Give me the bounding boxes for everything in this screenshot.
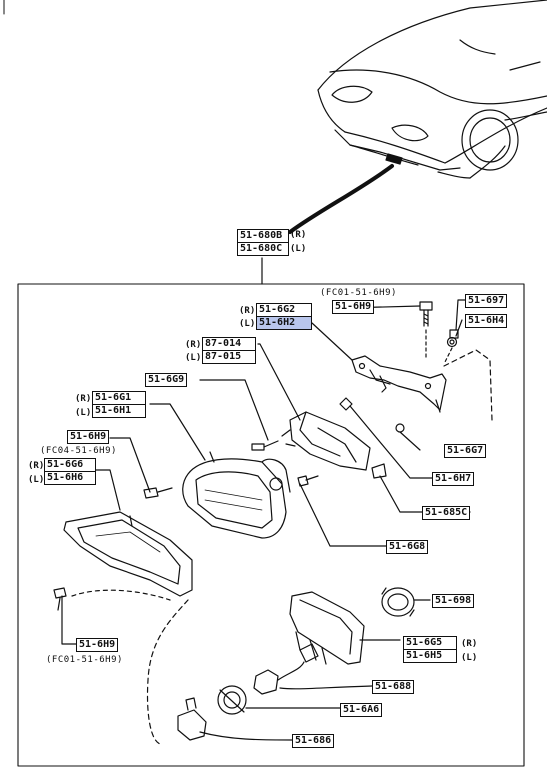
side-r-label: (R) bbox=[75, 394, 92, 404]
part-51-6g1: 51-6G1 bbox=[95, 392, 132, 403]
fog-bracket bbox=[351, 355, 447, 413]
callout-51-680: 51-680B 51-680C bbox=[237, 229, 289, 256]
clip-6h7 bbox=[371, 463, 387, 479]
part-51-6h9-bottom: 51-6H9 bbox=[76, 638, 119, 652]
fc04-note: (FC04-51-6H9) bbox=[40, 446, 117, 456]
part-87-014: 87-014 bbox=[205, 338, 242, 349]
screw-6h9-bottom bbox=[53, 587, 67, 611]
fog-lamp-lens bbox=[182, 451, 291, 539]
callout-51-6g6: 51-6G6 51-6H6 bbox=[44, 458, 96, 485]
part-51-680c: 51-680C bbox=[238, 242, 288, 255]
part-51-6g7: 51-6G7 bbox=[444, 444, 487, 458]
side-r-label: (R) bbox=[461, 639, 478, 649]
part-51-680b: 51-680B bbox=[240, 230, 283, 241]
fog-lamp-cover bbox=[63, 511, 193, 597]
side-l-label: (L) bbox=[290, 244, 307, 254]
side-l-label: (L) bbox=[75, 408, 92, 418]
part-51-6h4: 51-6H4 bbox=[465, 314, 508, 328]
part-51-6h6: 51-6H6 bbox=[45, 471, 95, 484]
fc01-note-bottom: (FC01-51-6H9) bbox=[46, 655, 123, 665]
side-r-label: (R) bbox=[239, 306, 256, 316]
side-l-label: (L) bbox=[28, 475, 45, 485]
part-51-6g2: 51-6G2 bbox=[259, 304, 296, 315]
assembly-frame bbox=[17, 283, 525, 767]
part-51-686: 51-686 bbox=[292, 734, 335, 748]
side-r-label: (R) bbox=[28, 461, 45, 471]
part-51-685c: 51-685C bbox=[422, 506, 471, 520]
car-front-illustration bbox=[317, 0, 547, 179]
side-r-label: (R) bbox=[185, 340, 202, 350]
bolt-6h9-mid bbox=[143, 487, 173, 499]
nut-6h4 bbox=[446, 336, 458, 348]
socket-6a6 bbox=[217, 685, 247, 715]
part-87-015: 87-015 bbox=[203, 350, 255, 363]
part-51-6h7: 51-6H7 bbox=[432, 472, 475, 486]
part-51-6g9: 51-6G9 bbox=[145, 373, 188, 387]
connector-688 bbox=[253, 643, 373, 695]
part-51-6h1: 51-6H1 bbox=[93, 404, 145, 417]
part-51-6h5: 51-6H5 bbox=[404, 649, 456, 662]
part-51-6a6: 51-6A6 bbox=[340, 703, 383, 717]
part-51-6h2-highlighted: 51-6H2 bbox=[257, 316, 311, 329]
side-r-label: (R) bbox=[290, 230, 307, 240]
part-51-6h9-mid: 51-6H9 bbox=[67, 430, 110, 444]
side-l-label: (L) bbox=[461, 653, 478, 663]
part-51-688: 51-688 bbox=[372, 680, 415, 694]
callout-51-6g5: 51-6G5 51-6H5 bbox=[403, 636, 457, 663]
bulb-686 bbox=[177, 697, 293, 741]
fc01-note-top: (FC01-51-6H9) bbox=[320, 288, 397, 298]
screw-6g9 bbox=[251, 440, 279, 451]
callout-87-014: 87-014 87-015 bbox=[202, 337, 256, 364]
part-51-697: 51-697 bbox=[465, 294, 508, 308]
bolt-top bbox=[419, 301, 433, 327]
callout-51-6g1: 51-6G1 51-6H1 bbox=[92, 391, 146, 418]
part-51-6g6: 51-6G6 bbox=[47, 459, 84, 470]
side-l-label: (L) bbox=[185, 353, 202, 363]
washer-6g7 bbox=[395, 423, 405, 433]
retaining-ring bbox=[381, 587, 415, 617]
bulb-housing bbox=[289, 591, 365, 665]
leader-car-to-assembly bbox=[288, 164, 394, 234]
part-51-698: 51-698 bbox=[432, 594, 475, 608]
part-51-6h9-top: 51-6H9 bbox=[332, 300, 375, 314]
part-51-6g8: 51-6G8 bbox=[386, 540, 429, 554]
side-l-label: (L) bbox=[239, 319, 256, 329]
lamp-holder bbox=[281, 411, 371, 471]
part-51-6g5: 51-6G5 bbox=[406, 637, 443, 648]
callout-51-6g2: 51-6G2 51-6H2 bbox=[256, 303, 312, 330]
screw-6g8 bbox=[297, 475, 319, 487]
